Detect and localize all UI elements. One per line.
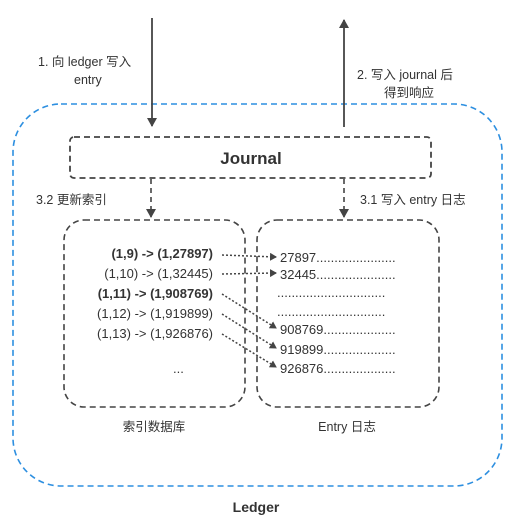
entry-row: 908769.................... <box>280 322 396 337</box>
step2-label-line1: 2. 写入 journal 后 <box>357 68 453 82</box>
step1-label-line2: entry <box>74 73 103 87</box>
step32-label: 3.2 更新索引 <box>36 192 107 207</box>
entry-log-box <box>256 219 440 408</box>
mapping-arrow <box>221 252 277 261</box>
index-ellipsis: ... <box>173 361 184 376</box>
entry-row: 32445...................... <box>280 267 396 282</box>
entry-row: 27897...................... <box>280 250 396 265</box>
index-row: (1,11) -> (1,908769) <box>98 286 213 301</box>
ledger-container <box>12 103 503 487</box>
journal-box <box>69 136 432 179</box>
mapping-arrow <box>221 293 277 329</box>
step1-label-line1: 1. 向 ledger 写入 <box>38 54 132 69</box>
index-db-label: 索引数据库 <box>123 419 186 434</box>
entry-row: 926876.................... <box>280 361 396 376</box>
index-row: (1,9) -> (1,27897) <box>111 246 213 261</box>
entry-row: .............................. <box>277 285 385 300</box>
entry-row: .............................. <box>277 304 385 319</box>
index-row: (1,12) -> (1,919899) <box>97 306 213 321</box>
ledger-title: Ledger <box>233 499 280 515</box>
entry-log-label: Entry 日志 <box>318 420 376 434</box>
mapping-arrow <box>221 313 277 349</box>
step2-label-line2: 得到响应 <box>384 85 434 100</box>
index-row: (1,13) -> (1,926876) <box>97 326 213 341</box>
index-row: (1,10) -> (1,32445) <box>104 266 213 281</box>
index-db-box <box>63 219 246 408</box>
mapping-arrow <box>221 333 277 368</box>
step31-label: 3.1 写入 entry 日志 <box>360 193 466 207</box>
entry-row: 919899.................... <box>280 342 396 357</box>
mapping-arrow <box>221 269 277 278</box>
journal-label: Journal <box>220 149 281 168</box>
